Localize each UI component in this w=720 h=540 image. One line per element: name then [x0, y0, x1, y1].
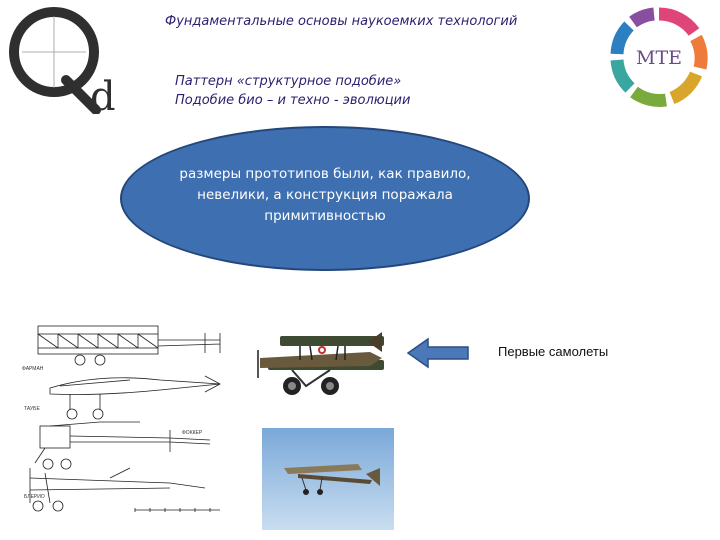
monoplane-photo — [262, 428, 394, 530]
mte-ring-logo: MTE — [604, 2, 714, 112]
page-title: Фундаментальные основы наукоемких технол… — [165, 14, 518, 29]
arrow-left-icon — [406, 337, 470, 369]
subtitle: Паттерн «структурное подобие» Подобие би… — [175, 72, 410, 110]
biplane-image — [250, 322, 390, 402]
qd-logo: d — [4, 2, 124, 120]
drawing-label-3: ФОККЕР — [182, 430, 203, 436]
mte-logo-text: MTE — [636, 47, 682, 69]
drawing-label-1: ФАРМАН — [22, 366, 44, 372]
svg-text:d: d — [90, 74, 116, 114]
subtitle-line-1: Паттерн «структурное подобие» — [175, 74, 402, 89]
callout-ellipse: размеры прототипов были, как правило, не… — [120, 126, 530, 271]
drawing-label-2: ТАУБЕ — [24, 406, 40, 412]
caption-first-airplanes: Первые самолеты — [498, 344, 609, 359]
airplane-drawings: ФАРМАН ТАУБЕ ФОККЕР БЛЕРИО — [10, 318, 230, 518]
callout-text: размеры прототипов были, как правило, не… — [179, 166, 471, 224]
drawing-label-4: БЛЕРИО — [24, 494, 45, 500]
subtitle-line-2: Подобие био – и техно - эволюции — [175, 93, 411, 108]
